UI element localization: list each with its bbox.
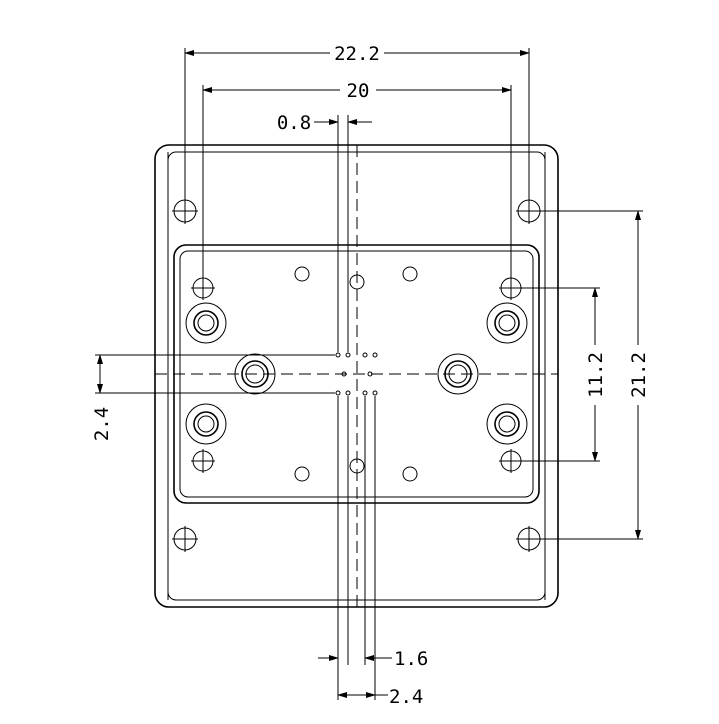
dimension-labels: 22.2 20 0.8 21.2 11.2 2.4 1.6 2.4	[91, 43, 650, 708]
dimension-lines	[97, 50, 641, 698]
dim-left-offset: 2.4	[91, 407, 113, 441]
dim-inner-height: 11.2	[585, 352, 607, 398]
corner-hole-tr	[516, 198, 542, 224]
dim-slot-width-top: 0.8	[277, 112, 311, 134]
corner-hole-br	[516, 526, 542, 552]
small-holes	[294, 266, 418, 482]
dim-bottom-gap-1: 1.6	[394, 648, 428, 670]
extension-lines	[95, 48, 643, 700]
corner-hole-tl	[172, 198, 198, 224]
outer-plate	[154, 144, 559, 608]
counterbored-holes	[185, 302, 528, 445]
center-lines	[155, 145, 558, 607]
center-pins	[335, 352, 378, 396]
corner-hole-bl	[172, 526, 198, 552]
dim-overall-width: 22.2	[334, 43, 380, 65]
dim-bottom-gap-2: 2.4	[389, 686, 423, 708]
dim-inner-width: 20	[347, 80, 370, 102]
dim-outer-height: 21.2	[628, 352, 650, 398]
